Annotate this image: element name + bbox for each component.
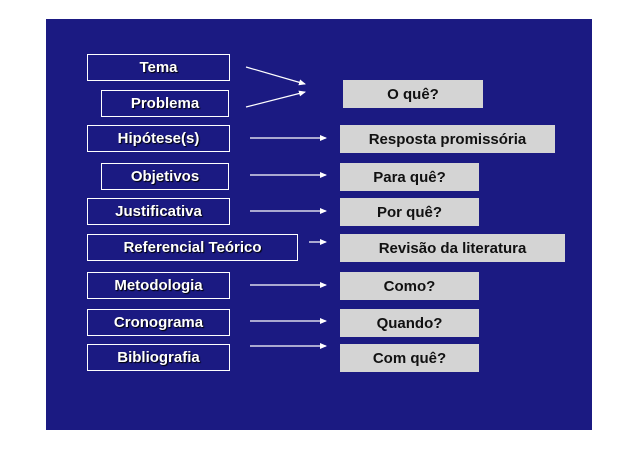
box-metodologia-label: Metodologia xyxy=(114,277,203,294)
box-cronograma-label: Cronograma xyxy=(113,314,204,331)
answer-para-que-label: Para quê? xyxy=(373,168,446,186)
answer-com-que-label: Com quê? xyxy=(372,349,447,367)
box-bibliografia: Bibliografia xyxy=(87,344,230,371)
answer-para-que: Para quê? xyxy=(340,163,479,191)
answer-resposta-promissoria: Resposta promissória xyxy=(340,125,555,153)
box-bibliografia-label: Bibliografia xyxy=(117,349,200,366)
arrow-problema-to-o-que xyxy=(245,90,306,108)
arrow-tema-to-o-que xyxy=(245,66,306,86)
box-hipoteses-label: Hipótese(s) xyxy=(117,130,200,147)
answer-o-que-label: O quê? xyxy=(387,85,439,103)
answer-por-que: Por quê? xyxy=(340,198,479,226)
box-cronograma: Cronograma xyxy=(87,309,230,336)
box-objetivos-label: Objetivos xyxy=(130,168,200,185)
answer-por-que-label: Por quê? xyxy=(376,203,442,221)
box-problema-label: Problema xyxy=(130,95,200,112)
answer-com-que: Com quê? xyxy=(340,344,479,372)
answer-como: Como? xyxy=(340,272,479,300)
box-objetivos: Objetivos xyxy=(101,163,229,190)
answer-quando: Quando? xyxy=(340,309,479,337)
answer-quando-label: Quando? xyxy=(376,314,443,332)
box-referencial-teorico: Referencial Teórico xyxy=(87,234,298,261)
box-tema: Tema xyxy=(87,54,230,81)
box-problema: Problema xyxy=(101,90,229,117)
answer-como-label: Como? xyxy=(383,277,436,295)
box-justificativa: Justificativa xyxy=(87,198,230,225)
box-metodologia: Metodologia xyxy=(87,272,230,299)
answer-revisao-da-literatura-label: Revisão da literatura xyxy=(378,239,527,257)
answer-resposta-promissoria-label: Resposta promissória xyxy=(368,130,527,148)
answer-o-que: O quê? xyxy=(343,80,483,108)
box-tema-label: Tema xyxy=(139,59,178,76)
box-hipoteses: Hipótese(s) xyxy=(87,125,230,152)
answer-revisao-da-literatura: Revisão da literatura xyxy=(340,234,565,262)
box-referencial-teorico-label: Referencial Teórico xyxy=(123,239,262,256)
box-justificativa-label: Justificativa xyxy=(115,203,202,220)
